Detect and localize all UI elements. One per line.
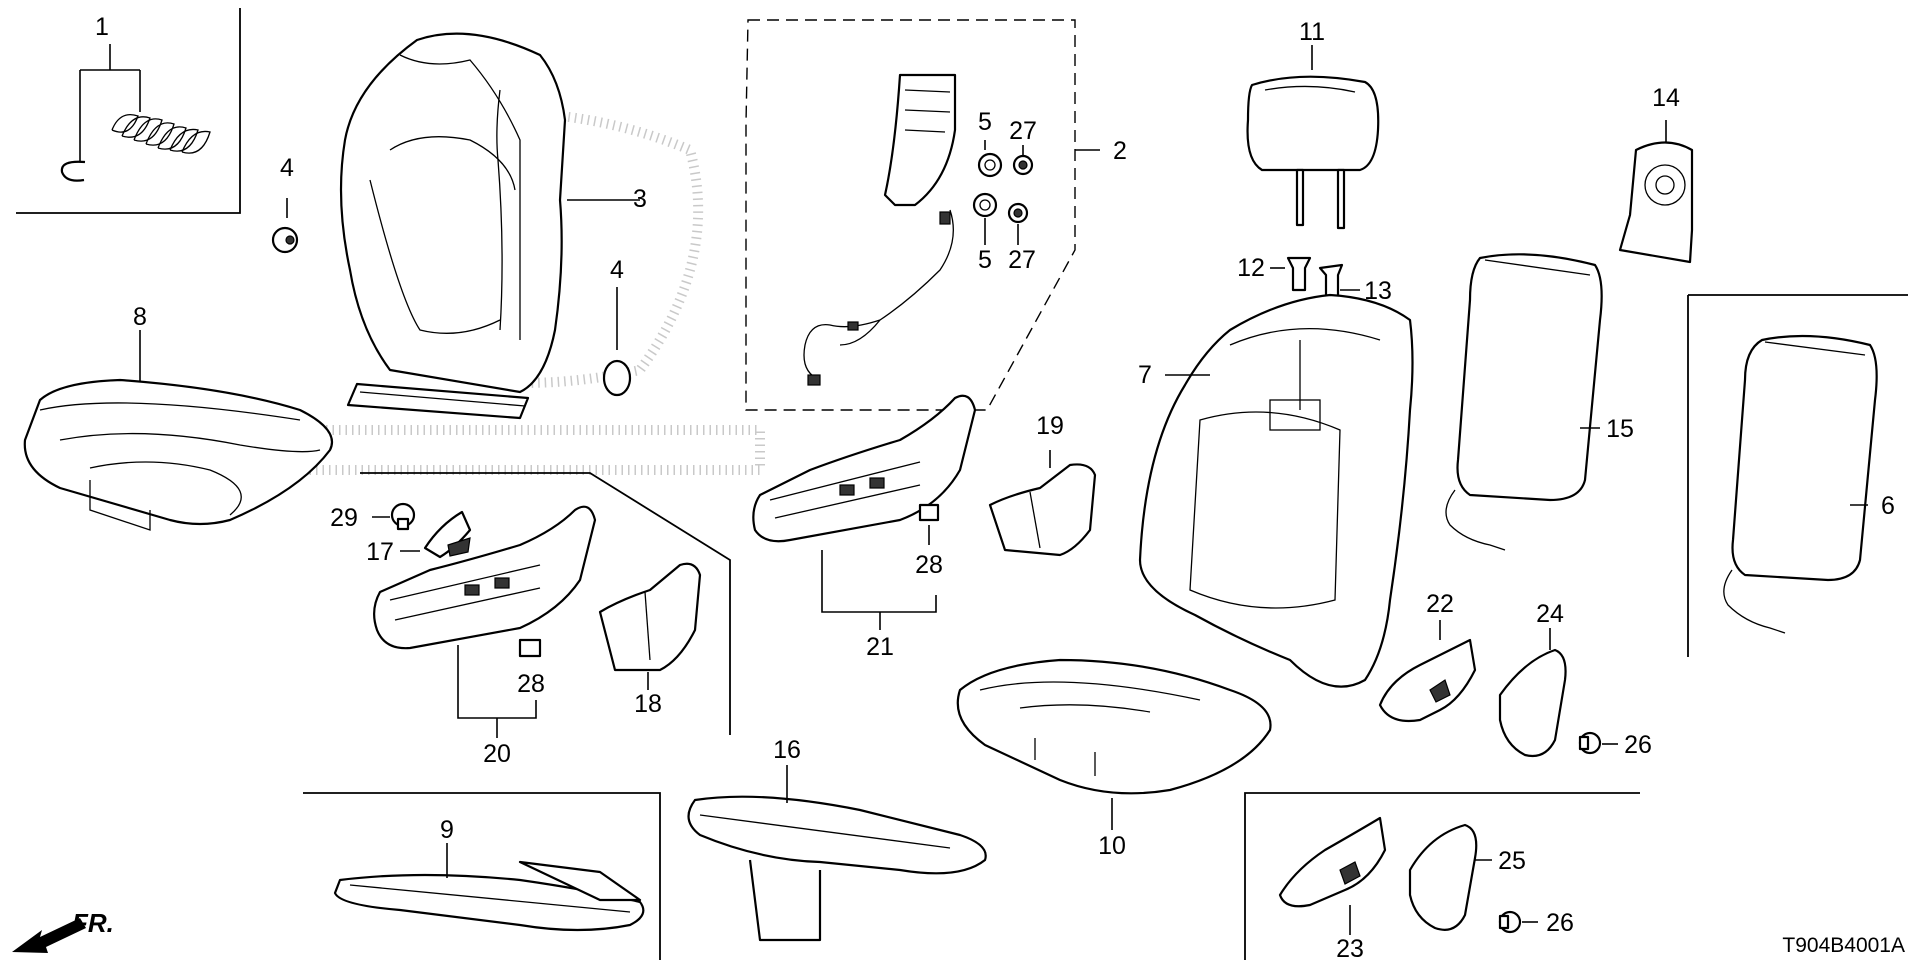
diagram-code: T904B4001A xyxy=(1782,934,1905,957)
part-10-seat-pad xyxy=(956,658,1272,830)
part-26-clip xyxy=(1498,731,1618,934)
callout-2: 2 xyxy=(1113,137,1127,165)
callout-25: 25 xyxy=(1498,847,1526,875)
part-11-headrest xyxy=(1246,45,1380,230)
callout-26a: 26 xyxy=(1624,731,1652,759)
part-19-cover xyxy=(988,450,1097,557)
callout-28b: 28 xyxy=(915,551,943,579)
part-12-guide xyxy=(1270,256,1312,292)
part-22-bracket xyxy=(1378,620,1477,723)
callout-17: 17 xyxy=(366,538,394,566)
part-15-back-panel xyxy=(1445,253,1603,551)
callout-24: 24 xyxy=(1536,600,1564,628)
callout-7: 7 xyxy=(1138,361,1152,389)
callout-10: 10 xyxy=(1098,832,1126,860)
part-8-seat-cover xyxy=(23,330,333,531)
callout-11: 11 xyxy=(1299,18,1325,46)
watermark-logo xyxy=(295,107,765,475)
part-5-27-fasteners xyxy=(972,140,1034,245)
callout-9: 9 xyxy=(440,816,454,844)
group-frames xyxy=(16,8,1908,960)
callout-1: 1 xyxy=(95,13,109,41)
part-14-bracket xyxy=(1618,120,1694,264)
front-direction-arrow-icon xyxy=(12,918,86,953)
part-21-side-trim xyxy=(752,394,977,630)
part-18-cover xyxy=(598,562,702,690)
callout-8: 8 xyxy=(133,303,147,331)
part-9-shell xyxy=(333,843,645,932)
callout-28a: 28 xyxy=(517,670,545,698)
callout-labels: 1 2 3 4 4 5 5 6 7 8 9 10 11 12 13 14 15 … xyxy=(95,13,1895,963)
callout-21: 21 xyxy=(866,633,894,661)
part-17-trim xyxy=(400,510,472,559)
callout-29: 29 xyxy=(330,504,358,532)
callout-26b: 26 xyxy=(1546,909,1574,937)
callout-14: 14 xyxy=(1652,84,1680,112)
callout-16: 16 xyxy=(773,736,801,764)
part-2-module-harness xyxy=(803,73,1100,386)
direction-label: FR. xyxy=(72,908,114,938)
part-20-side-trim xyxy=(373,505,597,738)
coil-spring-icon xyxy=(111,113,211,154)
callout-3: 3 xyxy=(633,185,647,213)
callout-18: 18 xyxy=(634,690,662,718)
callout-23: 23 xyxy=(1336,935,1364,960)
part-7-backrest-pad xyxy=(1138,293,1414,688)
part-3-backrest-cover xyxy=(339,32,640,420)
part-29-clip xyxy=(372,502,416,531)
callout-4a: 4 xyxy=(280,154,294,182)
callout-13: 13 xyxy=(1364,277,1392,305)
callout-15: 15 xyxy=(1606,415,1634,443)
part-24-cover xyxy=(1498,628,1567,758)
part-1-clips xyxy=(60,44,211,182)
callout-4b: 4 xyxy=(610,256,624,284)
callout-27a: 27 xyxy=(1009,117,1037,145)
callout-20: 20 xyxy=(483,740,511,768)
part-4-grommet xyxy=(271,198,632,397)
callout-6: 6 xyxy=(1881,492,1895,520)
part-23-bracket xyxy=(1278,816,1387,935)
part-6-back-panel xyxy=(1723,334,1878,634)
callout-5b: 5 xyxy=(978,246,992,274)
callout-12: 12 xyxy=(1237,254,1265,282)
part-16-shell xyxy=(687,765,987,942)
callout-27b: 27 xyxy=(1008,246,1036,274)
callout-19: 19 xyxy=(1036,412,1064,440)
callout-5a: 5 xyxy=(978,108,992,136)
part-25-cover xyxy=(1408,823,1492,931)
callout-22: 22 xyxy=(1426,590,1454,618)
